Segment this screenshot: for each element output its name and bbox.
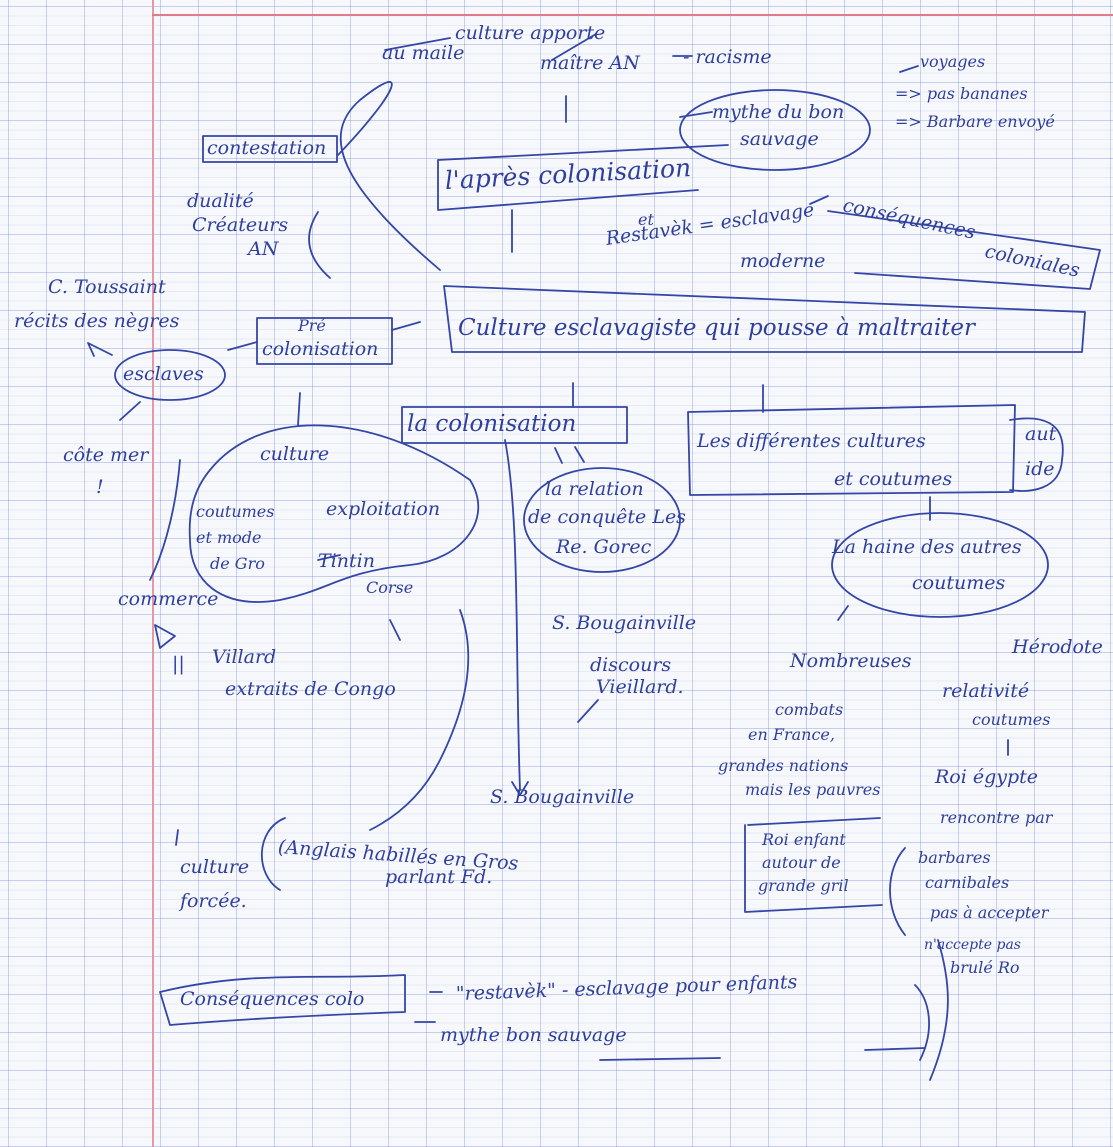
- note-au-maile: au maile: [382, 44, 464, 64]
- note-mythe-bon-sauvage: mythe bon sauvage: [440, 1026, 627, 1046]
- note-toussaint: C. Toussaint: [48, 278, 166, 298]
- note-relativite-coutumes: coutumes: [972, 712, 1050, 729]
- node-bougainville-1: S. Bougainville: [552, 614, 696, 634]
- note-exclaim: !: [96, 478, 104, 498]
- node-apres-colonisation: l'après colonisation: [444, 155, 691, 194]
- note-n-accepte-pas: n'accepte pas: [924, 938, 1021, 953]
- node-pre-colonisation: colonisation: [262, 340, 378, 360]
- node-haine-1: La haine des autres: [832, 538, 1022, 558]
- node-differentes-cultures: Les différentes cultures: [697, 432, 926, 452]
- note-de-gro: de Gro: [210, 556, 265, 573]
- margin-line-vertical: [152, 0, 154, 1147]
- note-barbares: barbares: [918, 850, 991, 867]
- note-culture-forcee-2: forcée.: [180, 892, 247, 912]
- note-autour-de: autour de: [762, 855, 841, 872]
- node-herodote: Hérodote: [1012, 638, 1103, 658]
- note-aut: aut: [1025, 425, 1056, 445]
- note-pas-bananes: => pas bananes: [895, 86, 1028, 103]
- node-relation-2: de conquête Les: [528, 508, 686, 528]
- node-exploitation: exploitation: [326, 500, 440, 520]
- note-rencontre: rencontre par: [940, 810, 1052, 827]
- node-bougainville-2: S. Bougainville: [490, 788, 634, 808]
- node-et-coutumes: et coutumes: [834, 470, 952, 490]
- node-esclaves: esclaves: [123, 365, 204, 385]
- note-mythe-2: sauvage: [740, 130, 819, 150]
- margin-line-top: [152, 14, 1113, 16]
- node-consequences-1: conséquences: [841, 196, 977, 244]
- node-relation-1: la relation: [545, 480, 644, 500]
- note-culture-apporte: culture apporte: [455, 24, 605, 44]
- node-relation-3: Re. Gorec: [556, 538, 651, 558]
- node-la-colonisation: la colonisation: [407, 412, 576, 436]
- note-vieillard: Vieillard.: [596, 678, 684, 698]
- note-maitre: maître AN: [540, 54, 640, 74]
- note-voyages: voyages: [920, 54, 985, 71]
- note-tintin: Tintin: [318, 552, 375, 572]
- note-extraits-congo: extraits de Congo: [225, 680, 396, 700]
- note-barbare: => Barbare envoyé: [895, 114, 1055, 131]
- note-moderne: moderne: [740, 252, 825, 272]
- note-roi-egypte: Roi égypte: [935, 768, 1038, 788]
- node-pre: Pré: [298, 318, 326, 335]
- note-createurs: Créateurs: [192, 216, 288, 236]
- note-pas-accepter: pas à accepter: [930, 905, 1048, 922]
- note-ide: ide: [1025, 460, 1054, 480]
- note-relativite: relativité: [942, 682, 1029, 702]
- note-discours: discours: [590, 656, 671, 676]
- note-cote-mer: côte mer: [63, 446, 148, 466]
- node-haine-2: coutumes: [912, 574, 1005, 594]
- note-restavek: Restavèk = esclavage: [605, 201, 816, 250]
- note-grandes-nations: grandes nations: [718, 758, 848, 775]
- note-nombreuses: Nombreuses: [790, 652, 912, 672]
- note-commerce: commerce: [118, 590, 218, 610]
- note-dualite: dualité: [187, 192, 254, 212]
- note-et-mode: et mode: [196, 530, 262, 547]
- note-double-bar: ||: [172, 655, 185, 675]
- node-culture-esclavagiste: Culture esclavagiste qui pousse à maltra…: [458, 316, 975, 340]
- node-contestation: contestation: [207, 139, 326, 159]
- node-consequences-colo: Conséquences colo: [180, 990, 364, 1010]
- note-roi-enfant: Roi enfant: [762, 832, 846, 849]
- note-carnibales: carnibales: [925, 875, 1009, 892]
- note-coutumes: coutumes: [196, 504, 274, 521]
- note-racisme: - racisme: [683, 48, 772, 68]
- note-villard: Villard: [212, 648, 276, 668]
- note-mais-les-pauvres: mais les pauvres: [745, 782, 880, 799]
- note-an: AN: [248, 240, 278, 260]
- note-recits-negres: récits des nègres: [14, 312, 179, 332]
- note-en-france: en France,: [748, 727, 835, 744]
- note-mythe-1: mythe du bon: [712, 103, 844, 123]
- note-brule: brulé Ro: [950, 960, 1020, 977]
- note-corse: Corse: [366, 580, 413, 597]
- note-restavek-enfants: "restavèk" - esclavage pour enfants: [456, 973, 798, 1005]
- node-culture: culture: [260, 445, 329, 465]
- note-grande-gril: grande gril: [758, 878, 849, 895]
- note-culture-forcee-1: culture: [180, 858, 249, 878]
- note-anglais-2: parlant Fd.: [385, 868, 492, 888]
- node-consequences-2: coloniales: [983, 242, 1081, 282]
- note-combats: combats: [775, 702, 843, 719]
